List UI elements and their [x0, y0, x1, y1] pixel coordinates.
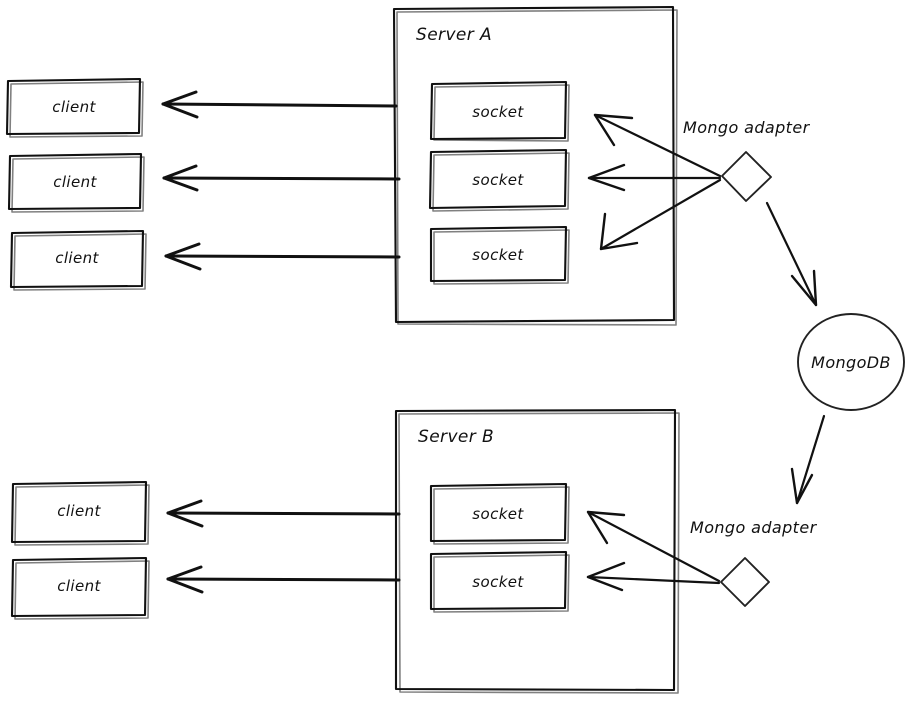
server-b-label: Server B [418, 427, 494, 447]
socket-b-1[interactable]: socket [429, 482, 570, 545]
arrow-socket-a-1-to-client-top-1 [161, 90, 398, 119]
mongo-adapter-bottom-label: Mongo adapter [690, 518, 818, 537]
socket-b-2-shadow [433, 554, 570, 613]
mongo-adapter-top-diamond [721, 151, 772, 202]
mongo-adapter-bottom-diamond [720, 557, 770, 607]
client-top-2-label: client [53, 173, 97, 191]
server-b-container[interactable]: Server B [394, 408, 680, 694]
mongodb-node[interactable]: MongoDB [797, 313, 905, 411]
socket-b-1-shadow [433, 486, 570, 545]
mongo-adapter-top[interactable]: Mongo adapter [683, 118, 811, 202]
client-bottom-2-shadow [14, 560, 150, 620]
client-top-3-box [9, 229, 145, 289]
arrow-socket-a-2-to-client-top-2 [162, 164, 401, 192]
socket-b-2-label: socket [472, 573, 524, 591]
arrow-socket-b-1-to-client-bottom-1 [166, 499, 401, 528]
client-top-1[interactable]: client [5, 77, 144, 138]
client-bottom-2-box [10, 556, 148, 618]
server-a-label: Server A [416, 25, 492, 45]
client-bottom-1-shadow [14, 484, 150, 546]
arrow-adapter-top-to-socket-a-1 [593, 113, 722, 178]
socket-a-2-shadow [432, 152, 570, 212]
server-a-container[interactable]: Server A [392, 5, 678, 326]
client-top-2[interactable]: client [7, 152, 145, 213]
socket-a-1[interactable]: socket [429, 80, 570, 142]
socket-b-2[interactable]: socket [429, 550, 570, 613]
socket-b-1-label: socket [472, 505, 524, 523]
socket-b-2-box [429, 550, 568, 611]
arrow-mongodb-to-adapter-bottom [790, 414, 826, 505]
client-top-3[interactable]: client [9, 229, 147, 291]
mongodb-label: MongoDB [811, 353, 891, 372]
client-bottom-2-label: client [57, 577, 101, 595]
arrow-socket-b-2-to-client-bottom-2 [166, 565, 401, 594]
client-top-1-shadow [9, 81, 144, 138]
mongo-adapter-bottom[interactable]: Mongo adapter [690, 518, 818, 607]
arrow-adapter-top-to-socket-a-2 [587, 163, 722, 192]
client-bottom-2[interactable]: client [10, 556, 150, 620]
client-bottom-1-label: client [57, 502, 101, 520]
socket-a-1-shadow [433, 84, 570, 142]
socket-a-3-shadow [433, 229, 570, 285]
socket-a-3[interactable]: socket [429, 225, 570, 285]
socket-a-3-box [429, 225, 568, 283]
client-top-2-box [7, 152, 143, 211]
mongodb-circle [797, 313, 905, 411]
socket-a-3-label: socket [472, 246, 524, 264]
arrow-socket-a-3-to-client-top-3 [164, 242, 401, 271]
mongo-adapter-top-label: Mongo adapter [683, 118, 811, 137]
arrow-adapter-top-to-socket-a-3 [599, 178, 722, 251]
client-bottom-1-box [10, 480, 148, 544]
socket-a-2-box [428, 148, 568, 210]
client-top-1-label: client [52, 98, 96, 116]
client-top-1-box [5, 77, 142, 136]
server-a-box [392, 5, 676, 324]
socket-a-2[interactable]: socket [428, 148, 570, 212]
client-bottom-1[interactable]: client [10, 480, 150, 546]
client-top-3-shadow [13, 233, 147, 291]
client-top-2-shadow [11, 156, 145, 213]
arrow-adapter-top-to-mongodb [765, 201, 818, 307]
arrow-adapter-bottom-to-socket-b-2 [586, 561, 721, 592]
arrow-adapter-bottom-to-socket-b-1 [586, 510, 721, 583]
socket-b-1-box [429, 482, 568, 543]
socket-a-2-label: socket [472, 171, 524, 189]
server-b-box-shadow [398, 412, 680, 694]
client-top-3-label: client [55, 249, 99, 267]
socket-a-1-label: socket [472, 103, 524, 121]
server-a-box-shadow [396, 9, 678, 326]
socket-a-1-box [429, 80, 568, 141]
server-b-box [394, 408, 677, 692]
